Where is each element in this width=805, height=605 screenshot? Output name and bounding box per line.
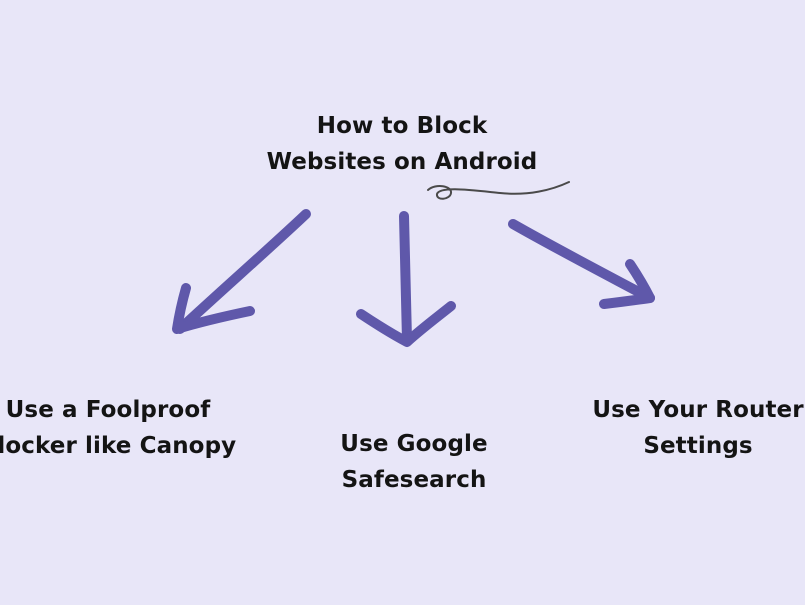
arrow-right [508, 219, 655, 309]
option-3-line-2: Settings [643, 433, 753, 459]
squiggle-underline [427, 181, 570, 200]
arrow-middle-head [356, 301, 456, 347]
diagram-title: How to Block Websites on Android [252, 108, 552, 180]
arrow-left [172, 209, 311, 334]
arrow-right-head [599, 259, 655, 309]
option-foolproof-blocker: Use a Foolproof Blocker like Canopy [0, 392, 238, 464]
title-line-1: How to Block [316, 113, 488, 139]
arrow-right-shaft [508, 219, 655, 303]
title-line-2: Websites on Android [266, 149, 538, 175]
option-google-safesearch: Use Google Safesearch [304, 426, 524, 498]
option-router-settings: Use Your Router Settings [583, 392, 805, 464]
option-2-line-2: Safesearch [341, 467, 487, 493]
option-1-line-1: Use a Foolproof [5, 397, 211, 423]
option-1-line-2: Blocker like Canopy [0, 433, 237, 459]
option-3-line-1: Use Your Router [592, 397, 804, 423]
option-2-line-1: Use Google [340, 431, 488, 457]
arrow-left-head [172, 283, 255, 334]
arrow-left-shaft [175, 209, 311, 334]
arrow-middle [356, 211, 456, 347]
arrow-middle-shaft [399, 211, 412, 345]
